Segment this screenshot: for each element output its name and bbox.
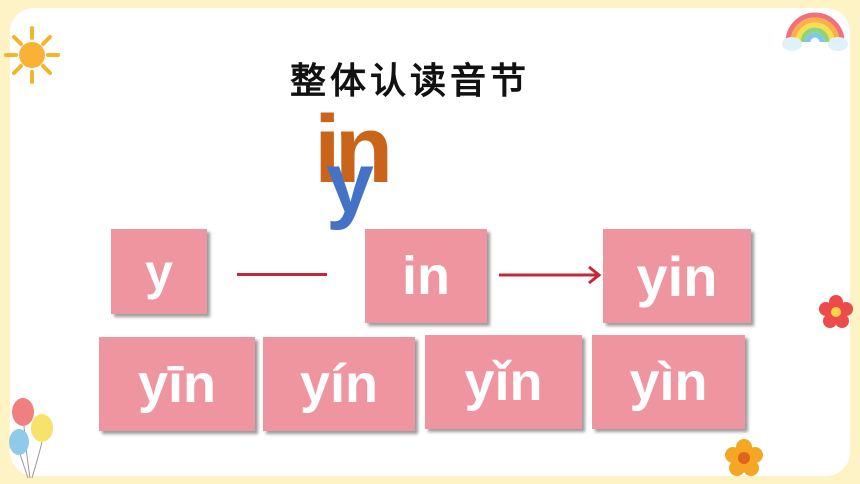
big-y-letter: y	[326, 135, 374, 231]
arrow-right-icon	[499, 265, 602, 285]
final-in-card: in	[365, 229, 487, 323]
tone-card-3: yǐn	[425, 335, 582, 429]
syllable-yin-card: yin	[603, 229, 751, 323]
slide-title: 整体认读音节	[289, 60, 530, 102]
balloons-icon	[9, 398, 53, 479]
tone-card-2: yín	[263, 337, 415, 431]
red-flower-icon	[819, 295, 853, 328]
initial-y-card: y	[111, 229, 207, 314]
big-in-letters: in	[314, 96, 393, 203]
sun-icon	[4, 26, 60, 84]
orange-flower-icon	[725, 439, 763, 476]
rainbow-icon	[782, 12, 848, 51]
tone-card-1: yīn	[99, 337, 255, 431]
plus-line	[237, 273, 327, 276]
tone-card-4: yìn	[592, 335, 745, 429]
